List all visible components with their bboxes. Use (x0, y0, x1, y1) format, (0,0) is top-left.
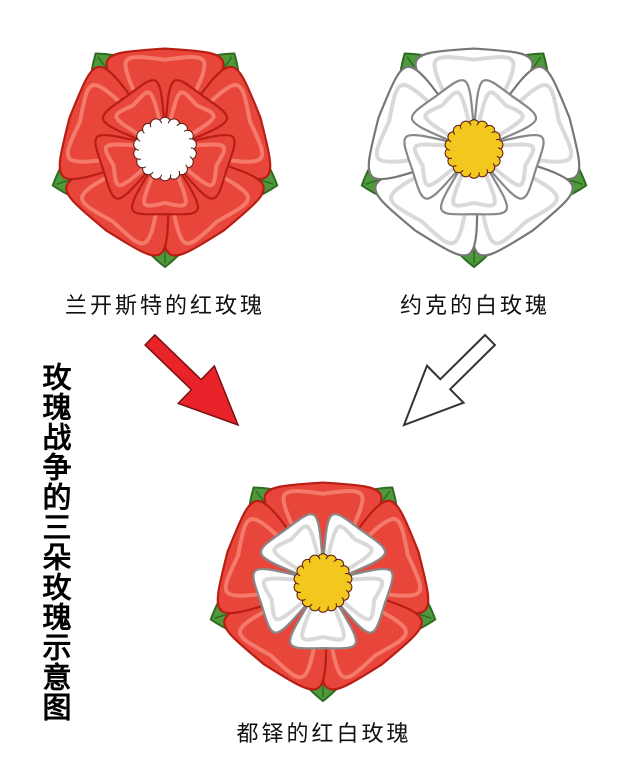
diagram-title-vertical: 玫瑰战争的三朵玫瑰示意图 (38, 362, 72, 722)
tudor-caption: 都铎的红白玫瑰 (236, 722, 412, 747)
lancaster-red-rose (51, 47, 279, 269)
york-caption: 约克的白玫瑰 (399, 294, 550, 319)
york-white-rose (360, 47, 588, 269)
tudor-rose (209, 481, 437, 703)
lancaster-caption: 兰开斯特的红玫瑰 (64, 294, 265, 319)
